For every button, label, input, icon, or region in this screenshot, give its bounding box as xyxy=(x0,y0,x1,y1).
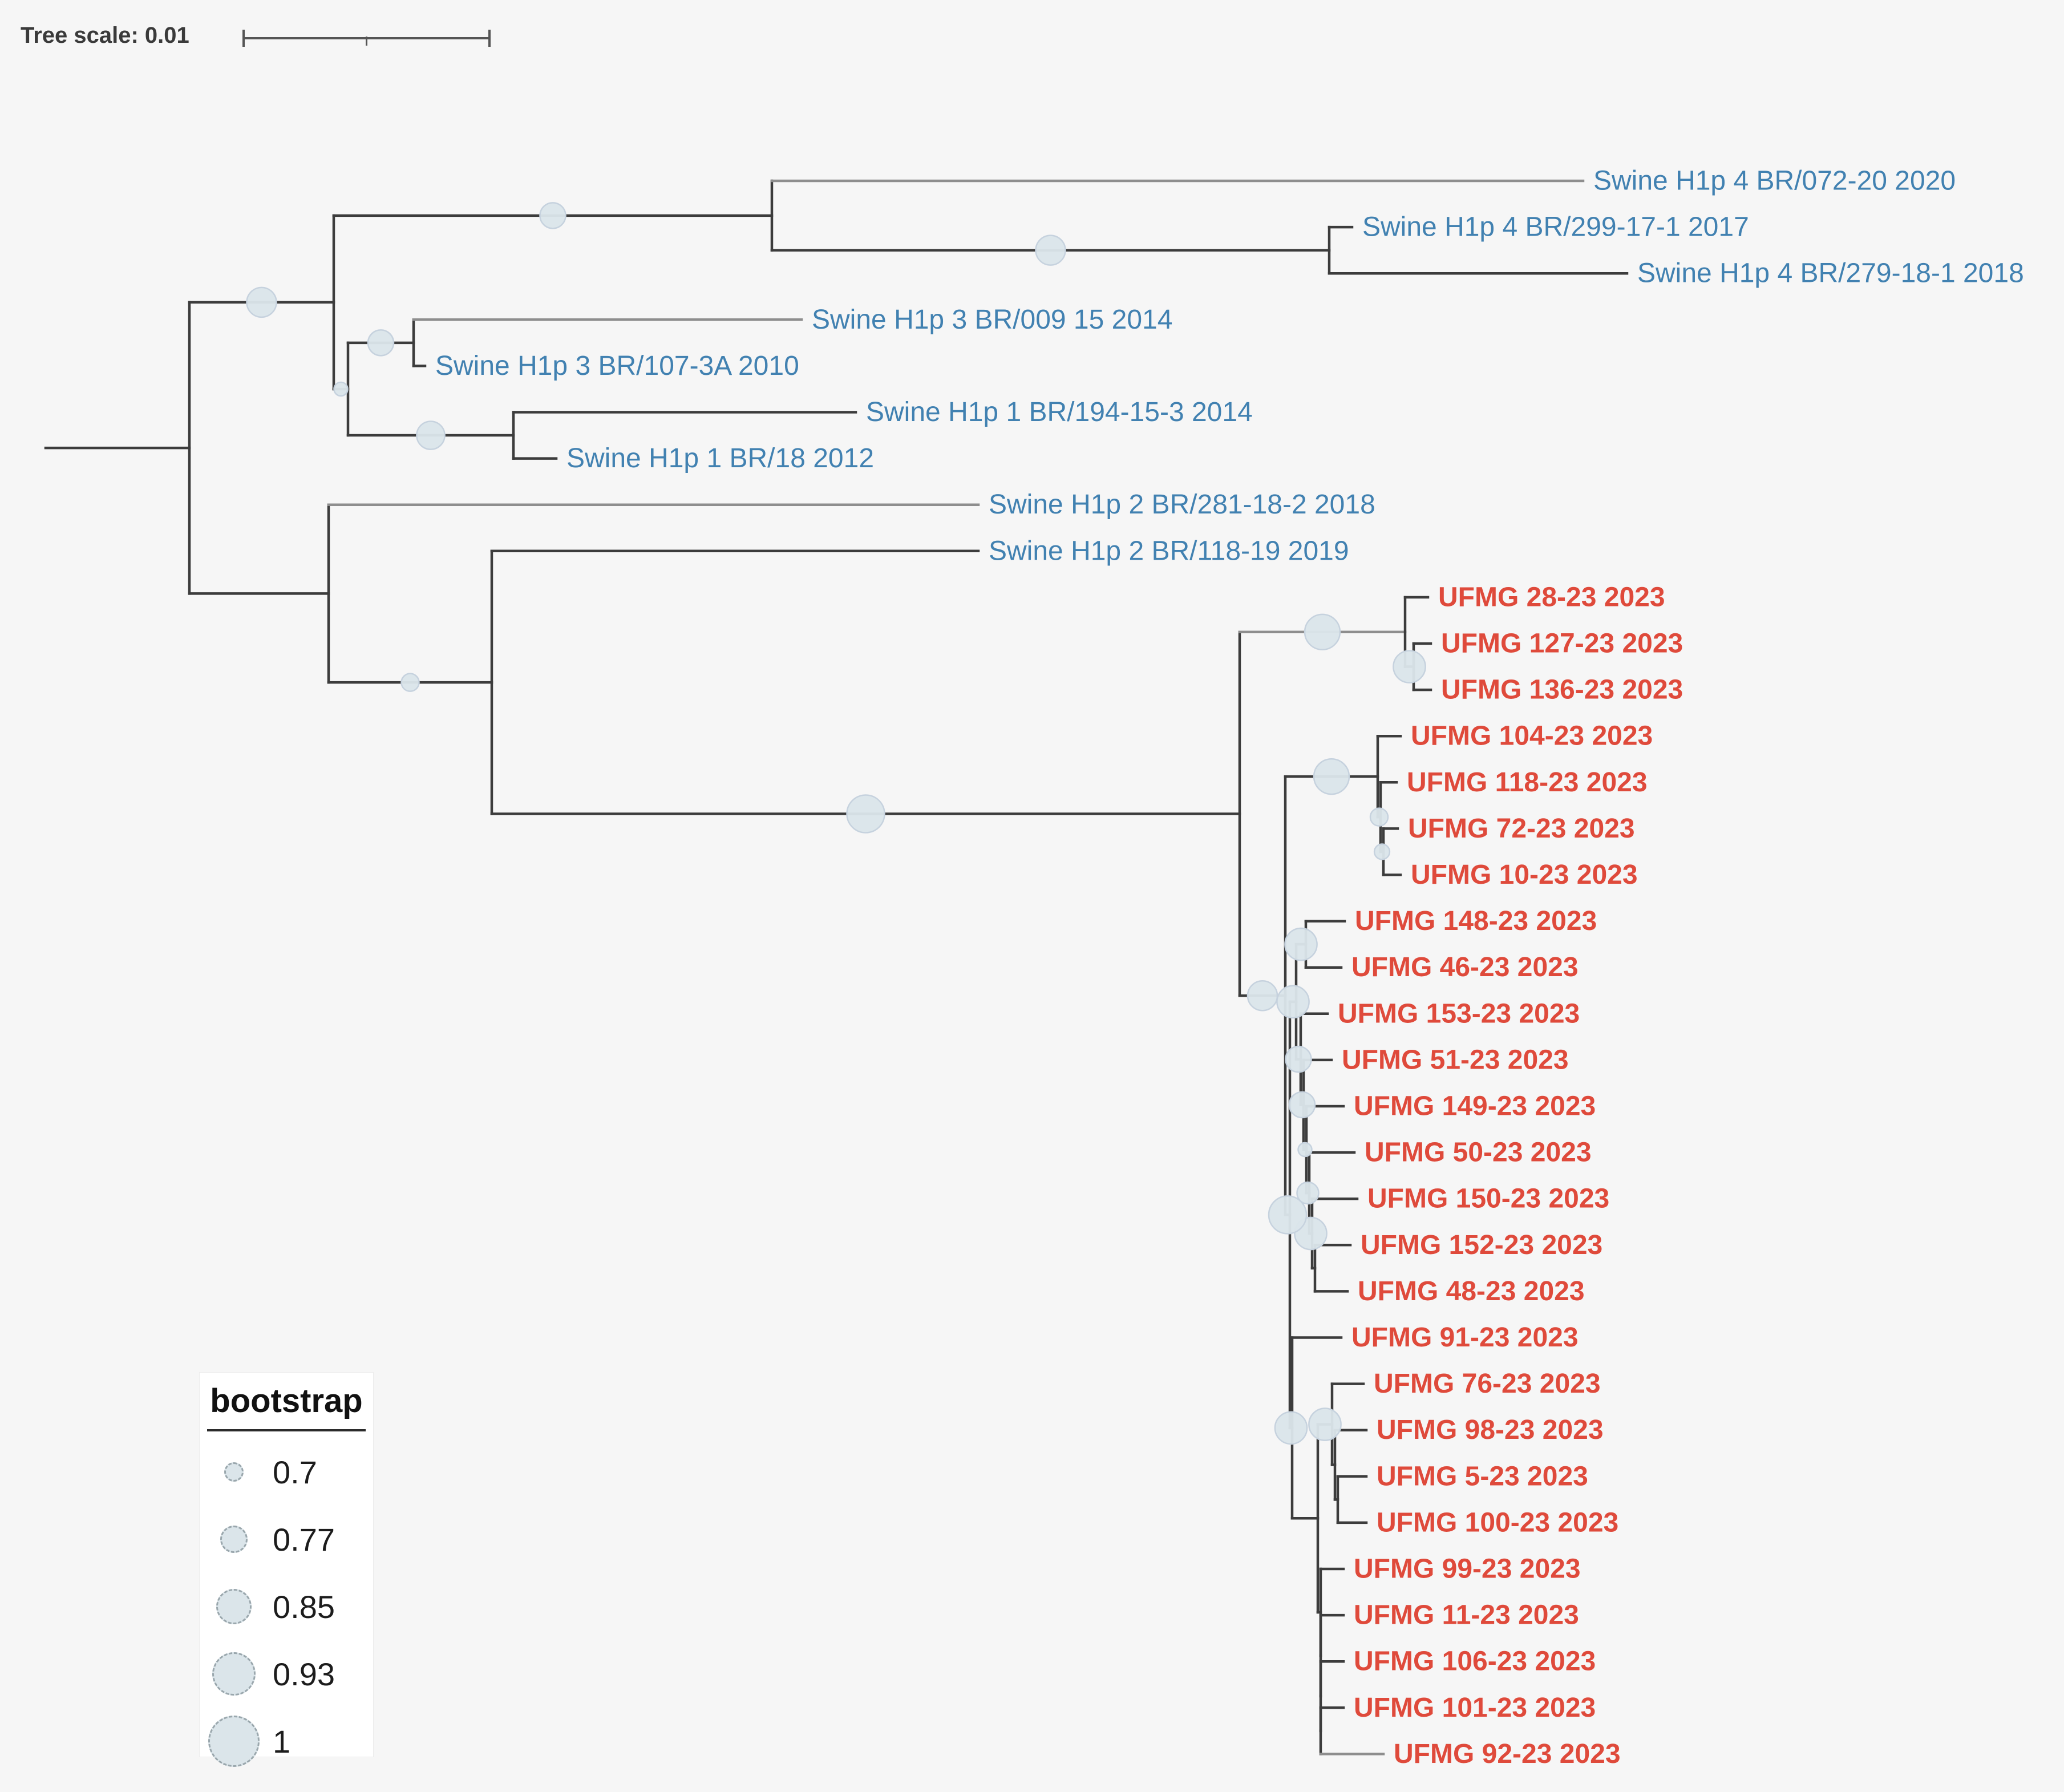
leaf-label-ufmg-28-23-2023[interactable]: UFMG 28-23 2023 xyxy=(1438,582,1665,612)
bootstrap-node-circle[interactable] xyxy=(367,329,395,357)
legend-divider xyxy=(207,1429,366,1431)
bootstrap-node-circle[interactable] xyxy=(1276,985,1310,1019)
leaf-label-ufmg-104-23-2023[interactable]: UFMG 104-23 2023 xyxy=(1411,721,1653,751)
legend-value: 0.85 xyxy=(273,1588,335,1625)
bootstrap-node-circle[interactable] xyxy=(246,286,277,318)
bootstrap-node-circle[interactable] xyxy=(1369,807,1389,827)
leaf-label-ufmg-152-23-2023[interactable]: UFMG 152-23 2023 xyxy=(1361,1230,1602,1260)
legend-circle-icon xyxy=(212,1652,256,1696)
leaf-label-ufmg-100-23-2023[interactable]: UFMG 100-23 2023 xyxy=(1377,1507,1618,1538)
bootstrap-node-circle[interactable] xyxy=(1393,650,1426,683)
legend-value: 0.7 xyxy=(273,1454,317,1490)
leaf-label-ufmg-50-23-2023[interactable]: UFMG 50-23 2023 xyxy=(1365,1138,1592,1168)
leaf-label-ufmg-127-23-2023[interactable]: UFMG 127-23 2023 xyxy=(1441,629,1683,659)
leaf-label-ufmg-72-23-2023[interactable]: UFMG 72-23 2023 xyxy=(1408,814,1635,844)
bootstrap-node-circle[interactable] xyxy=(1296,1181,1320,1205)
legend-item: 0.85 xyxy=(200,1573,373,1640)
leaf-label-ufmg-118-23-2023[interactable]: UFMG 118-23 2023 xyxy=(1407,767,1648,798)
bootstrap-node-circle[interactable] xyxy=(1247,980,1278,1012)
legend-item: 1 xyxy=(200,1708,373,1775)
leaf-label-ufmg-101-23-2023[interactable]: UFMG 101-23 2023 xyxy=(1354,1693,1596,1723)
legend-circle-icon xyxy=(224,1462,244,1482)
leaf-label-swine-h1p-4-br-072-20-2020[interactable]: Swine H1p 4 BR/072-20 2020 xyxy=(1593,166,1956,196)
leaf-label-ufmg-149-23-2023[interactable]: UFMG 149-23 2023 xyxy=(1354,1091,1596,1122)
leaf-label-swine-h1p-4-br-279-18-1-2018[interactable]: Swine H1p 4 BR/279-18-1 2018 xyxy=(1637,258,2024,289)
legend-value: 1 xyxy=(273,1723,291,1759)
legend-circle-icon xyxy=(220,1526,248,1553)
leaf-label-ufmg-99-23-2023[interactable]: UFMG 99-23 2023 xyxy=(1354,1554,1581,1584)
leaf-label-swine-h1p-3-br-107-3a-2010[interactable]: Swine H1p 3 BR/107-3A 2010 xyxy=(435,351,799,381)
leaf-label-ufmg-150-23-2023[interactable]: UFMG 150-23 2023 xyxy=(1367,1184,1609,1214)
leaf-label-swine-h1p-3-br-009-15-2014[interactable]: Swine H1p 3 BR/009 15 2014 xyxy=(812,305,1172,335)
bootstrap-node-circle[interactable] xyxy=(1313,758,1350,795)
legend-circle-slot xyxy=(200,1462,268,1482)
leaf-label-ufmg-98-23-2023[interactable]: UFMG 98-23 2023 xyxy=(1377,1415,1604,1445)
bootstrap-legend: bootstrap 0.7 0.77 0.85 0.93 1 xyxy=(199,1372,374,1767)
bootstrap-node-circle[interactable] xyxy=(1373,843,1391,860)
bootstrap-node-circle[interactable] xyxy=(846,794,885,834)
leaf-label-ufmg-48-23-2023[interactable]: UFMG 48-23 2023 xyxy=(1358,1276,1585,1306)
legend-item: 0.77 xyxy=(200,1506,373,1573)
leaf-label-swine-h1p-2-br-281-18-2-2018[interactable]: Swine H1p 2 BR/281-18-2 2018 xyxy=(989,490,1375,520)
leaf-label-ufmg-46-23-2023[interactable]: UFMG 46-23 2023 xyxy=(1351,952,1579,982)
bootstrap-node-circle[interactable] xyxy=(1285,1045,1312,1073)
leaf-label-ufmg-136-23-2023[interactable]: UFMG 136-23 2023 xyxy=(1441,675,1683,705)
bootstrap-node-circle[interactable] xyxy=(1035,234,1066,266)
legend-item: 0.7 xyxy=(200,1438,373,1506)
bootstrap-node-circle[interactable] xyxy=(1268,1195,1308,1235)
leaf-label-swine-h1p-1-br-18-2012[interactable]: Swine H1p 1 BR/18 2012 xyxy=(566,443,874,474)
leaf-label-ufmg-5-23-2023[interactable]: UFMG 5-23 2023 xyxy=(1377,1461,1588,1491)
leaf-label-ufmg-76-23-2023[interactable]: UFMG 76-23 2023 xyxy=(1374,1369,1601,1399)
legend-circle-slot xyxy=(200,1716,268,1767)
leaf-label-swine-h1p-1-br-194-15-3-2014[interactable]: Swine H1p 1 BR/194-15-3 2014 xyxy=(866,397,1253,427)
legend-title: bootstrap xyxy=(210,1382,363,1419)
bootstrap-node-circle[interactable] xyxy=(1274,1411,1308,1445)
bootstrap-node-circle[interactable] xyxy=(539,202,566,229)
legend-value: 0.77 xyxy=(273,1521,335,1558)
bootstrap-node-circle[interactable] xyxy=(400,673,420,692)
legend-circle-slot xyxy=(200,1526,268,1553)
tree-scale-label: Tree scale: 0.01 xyxy=(21,23,189,48)
bootstrap-legend-rows: 0.7 0.77 0.85 0.93 1 xyxy=(200,1431,373,1775)
leaf-label-ufmg-11-23-2023[interactable]: UFMG 11-23 2023 xyxy=(1354,1600,1579,1631)
bootstrap-node-circle[interactable] xyxy=(416,420,446,450)
bootstrap-node-circle[interactable] xyxy=(333,381,349,397)
leaf-label-ufmg-10-23-2023[interactable]: UFMG 10-23 2023 xyxy=(1411,860,1638,890)
leaf-label-ufmg-153-23-2023[interactable]: UFMG 153-23 2023 xyxy=(1338,998,1580,1029)
legend-circle-slot xyxy=(200,1652,268,1696)
leaf-label-ufmg-92-23-2023[interactable]: UFMG 92-23 2023 xyxy=(1394,1739,1621,1769)
leaf-label-ufmg-148-23-2023[interactable]: UFMG 148-23 2023 xyxy=(1355,906,1597,936)
bootstrap-node-circle[interactable] xyxy=(1288,1091,1316,1119)
leaf-label-swine-h1p-2-br-118-19-2019[interactable]: Swine H1p 2 BR/118-19 2019 xyxy=(989,536,1349,566)
bootstrap-node-circle[interactable] xyxy=(1308,1407,1342,1441)
leaf-label-ufmg-51-23-2023[interactable]: UFMG 51-23 2023 xyxy=(1342,1045,1569,1075)
legend-circle-icon xyxy=(216,1589,252,1624)
legend-circle-icon xyxy=(208,1716,260,1767)
bootstrap-node-circle[interactable] xyxy=(1304,613,1341,650)
legend-item: 0.93 xyxy=(200,1640,373,1708)
leaf-label-ufmg-106-23-2023[interactable]: UFMG 106-23 2023 xyxy=(1354,1647,1596,1677)
legend-circle-slot xyxy=(200,1589,268,1624)
bootstrap-node-circle[interactable] xyxy=(1284,927,1318,961)
leaf-label-swine-h1p-4-br-299-17-1-2017[interactable]: Swine H1p 4 BR/299-17-1 2017 xyxy=(1362,212,1749,242)
legend-value: 0.93 xyxy=(273,1656,335,1692)
leaf-label-ufmg-91-23-2023[interactable]: UFMG 91-23 2023 xyxy=(1351,1322,1579,1353)
bootstrap-node-circle[interactable] xyxy=(1297,1142,1313,1158)
